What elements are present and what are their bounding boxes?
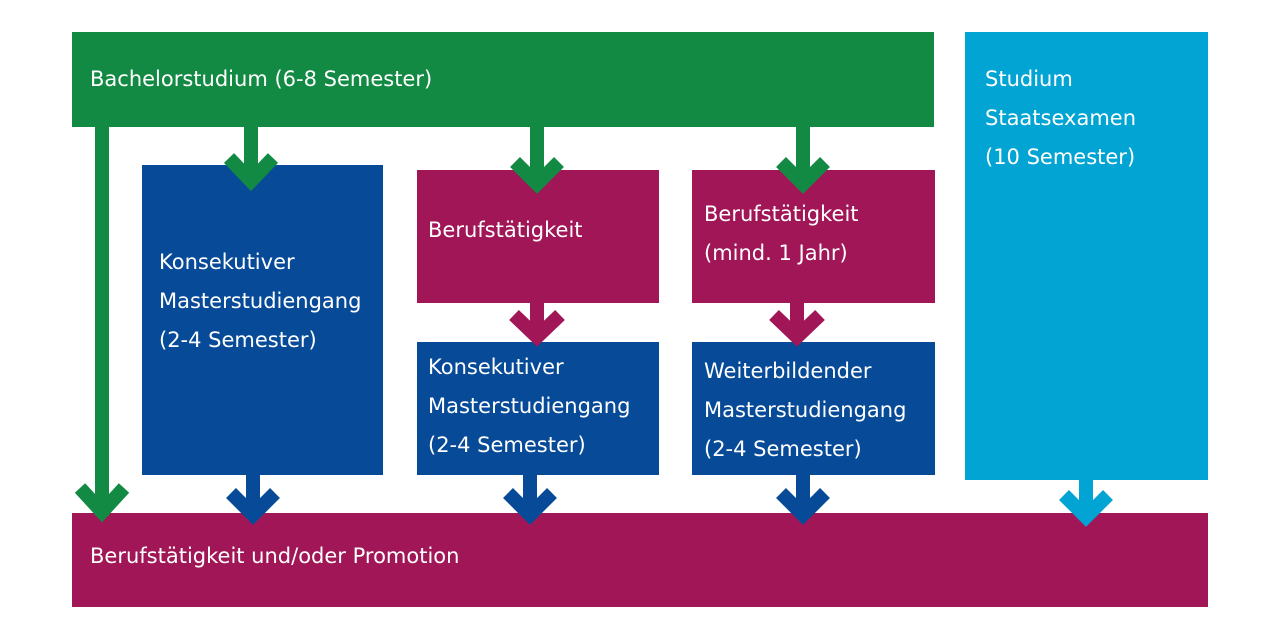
konsekutiv-direkt-box: Konsekutiver Masterstudiengang (2-4 Seme… bbox=[142, 165, 383, 475]
staatsexamen-line-2: Staatsexamen bbox=[985, 106, 1137, 130]
staatsexamen-line-1: Studium bbox=[985, 67, 1073, 91]
bachelor-box: Bachelorstudium (6-8 Semester) bbox=[72, 32, 934, 127]
beruf-2-box: Berufstätigkeit (mind. 1 Jahr) bbox=[692, 170, 935, 303]
arrow-konsekutiv2-promotion-head bbox=[503, 488, 557, 525]
bachelor-line-1: Bachelorstudium (6-8 Semester) bbox=[90, 67, 433, 91]
konsekutiv-nach-beruf-line-3: (2-4 Semester) bbox=[428, 433, 586, 457]
staatsexamen-line-3: (10 Semester) bbox=[985, 145, 1136, 169]
konsekutiv-direkt-line-1: Konsekutiver bbox=[159, 250, 295, 274]
staatsexamen-box: Studium Staatsexamen (10 Semester) bbox=[965, 32, 1208, 480]
promotion-line-1: Berufstätigkeit und/oder Promotion bbox=[90, 544, 460, 568]
promotion-box: Berufstätigkeit und/oder Promotion bbox=[72, 513, 1208, 607]
konsekutiv-direkt-line-2: Masterstudiengang bbox=[159, 289, 362, 313]
arrow-weiterbildend-promotion-head bbox=[776, 488, 830, 525]
weiterbildend-line-3: (2-4 Semester) bbox=[704, 437, 862, 461]
beruf-1-box: Berufstätigkeit bbox=[417, 170, 659, 303]
konsekutiv-nach-beruf-line-2: Masterstudiengang bbox=[428, 394, 631, 418]
weiterbildend-box: Weiterbildender Masterstudiengang (2-4 S… bbox=[692, 342, 935, 475]
konsekutiv-nach-beruf-line-1: Konsekutiver bbox=[428, 355, 564, 379]
beruf-1-line-1: Berufstätigkeit bbox=[428, 218, 583, 242]
arrow-konsekutiv-promotion-head bbox=[226, 488, 280, 525]
konsekutiv-nach-beruf-box: Konsekutiver Masterstudiengang (2-4 Seme… bbox=[417, 342, 659, 475]
beruf-2-line-1: Berufstätigkeit bbox=[704, 202, 859, 226]
konsekutiv-direkt-line-3: (2-4 Semester) bbox=[159, 328, 317, 352]
arrow-bachelor-promotion-head bbox=[74, 483, 130, 523]
weiterbildend-line-1: Weiterbildender bbox=[704, 359, 872, 383]
arrow-beruf1-konsekutiv-head bbox=[509, 309, 565, 347]
arrow-beruf2-weiterbildend-head bbox=[769, 309, 825, 347]
beruf-2-line-2: (mind. 1 Jahr) bbox=[704, 241, 848, 265]
weiterbildend-line-2: Masterstudiengang bbox=[704, 398, 907, 422]
